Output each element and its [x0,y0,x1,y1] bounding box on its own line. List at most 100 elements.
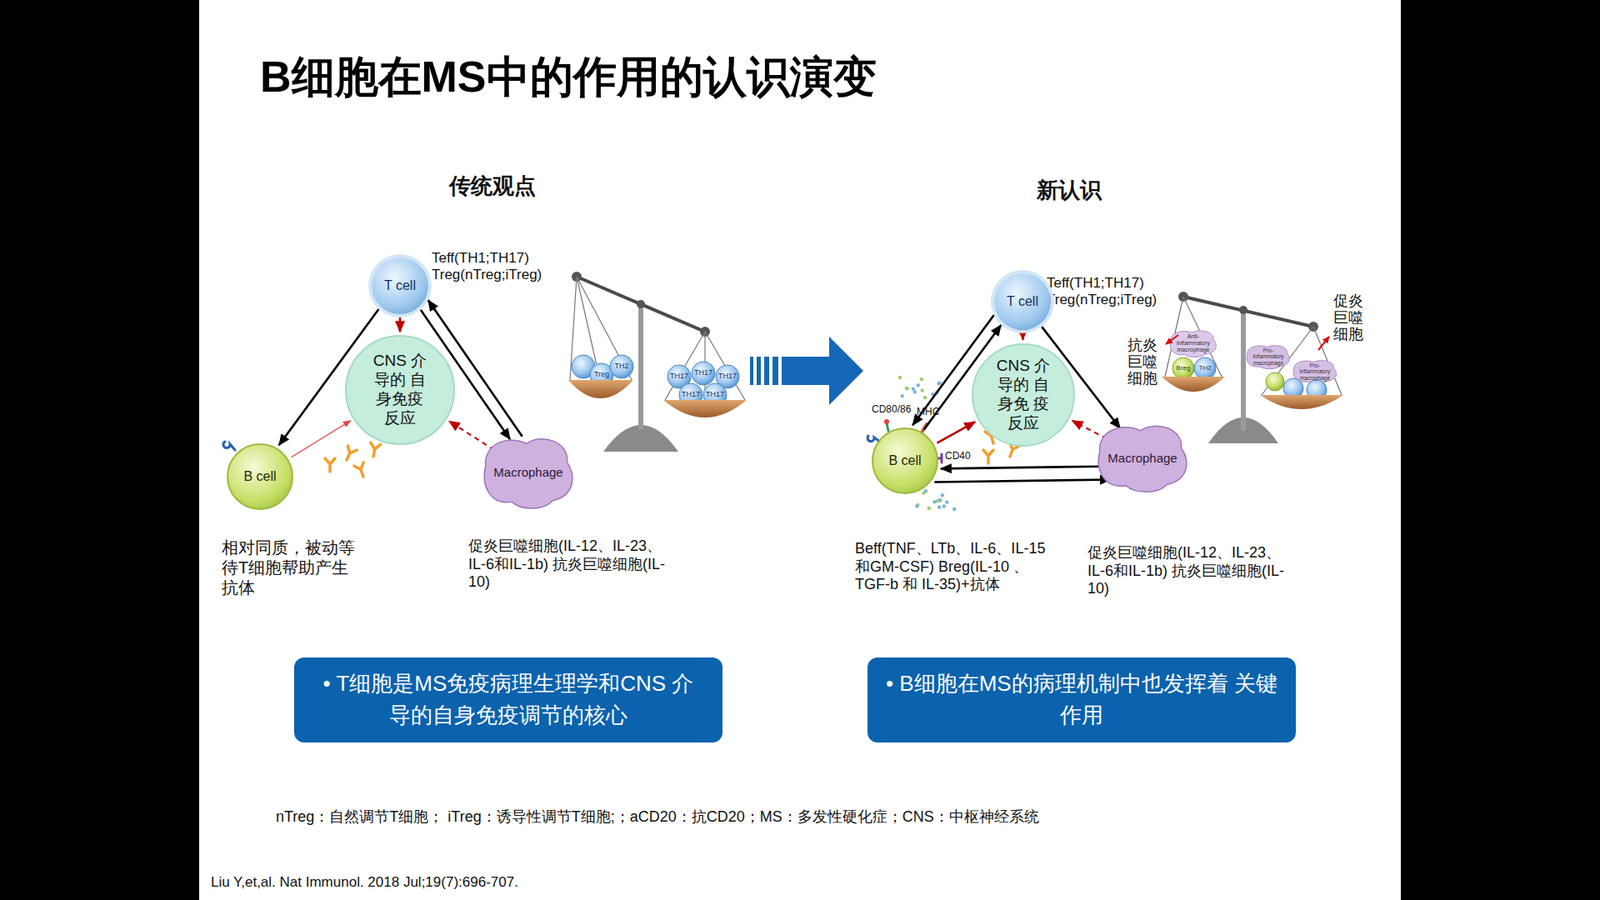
cytokine-dot [915,504,919,508]
receptor [884,419,890,425]
cytokine-dot [945,500,949,504]
balance-scale [1194,357,1216,380]
node-text: • T细胞是MS免疫病理生理学和CNS 介导的自身免疫调节的核心 [312,668,705,731]
balance-scale [568,271,747,452]
b-cell: B cell [871,427,939,495]
section-heading: 新认识 [1019,177,1120,204]
cytokine-dot [898,375,902,380]
balance-scale [1183,296,1314,327]
balance-scale [1165,335,1179,345]
footnote: nTreg：自然调节T细胞； iTreg：诱导性调节T细胞;；aCD20：抗CD… [275,808,1040,827]
cell-subset-label: Teff(TH1;TH17) Treg(nTreg;iTreg) [1046,275,1214,310]
cell-label: TH17 [679,390,703,400]
balance-scale [691,361,715,385]
summary-box: • B细胞在MS的病理机制中也发挥着 关键作用 [867,657,1296,743]
transition-arrow [772,356,779,385]
cytokine-dot [932,500,936,504]
cytokine-dot [920,388,925,392]
cytokine-dot [952,507,956,511]
connector-arrow [1021,333,1025,340]
side-bar [1400,0,1600,900]
cytokine-dot [937,505,941,509]
cytokine-dot [911,387,915,391]
tiny-label: Anti-inflammatory macrophage [1171,333,1215,353]
balance-scale [576,276,705,332]
cytokine-dot [938,381,942,385]
connector-arrow [449,420,495,450]
cytokine-dot [923,395,927,400]
cell-label: TH2 [1195,365,1215,373]
cell-label: TH2 [610,362,633,371]
b-cell: B cell [226,443,294,510]
connector-arrow [936,421,975,443]
balance-scale [663,400,747,418]
cytokine-dot [940,493,945,497]
balance-scale [1170,330,1216,358]
balance-scale [636,300,645,309]
cns-circle: CNS 介导的 自身免疫 反应 [345,335,455,445]
summary-box: • T细胞是MS免疫病理生理学和CNS 介导的自身免疫调节的核心 [294,657,723,743]
t-cell: T cell [371,257,429,315]
vertical-label: 促炎巨噬细胞 [1333,293,1365,343]
balance-scale [638,304,644,430]
receptor-label: CD40 [945,450,971,462]
receptor [886,423,889,431]
macrophage: Macrophage [1095,420,1191,495]
description-text: Beff(TNF、LTb、IL-6、IL-15和GM-CSF) Breg(IL-… [855,540,1055,595]
cytokine-dot [942,504,946,508]
balance-scale [1240,310,1246,431]
side-bar [0,0,200,900]
description-text: 相对同质，被动等待T细胞帮助产生抗体 [221,537,365,598]
node-text: Macrophage [1107,450,1177,465]
node-text: • B细胞在MS的病理机制中也发挥着 关键作用 [885,668,1278,731]
transition-arrow [750,336,864,405]
balance-scale [1265,372,1285,391]
balance-scale [568,380,634,399]
antibody [342,445,358,463]
connector-arrow [290,420,350,458]
antibody [983,450,994,464]
macrophage-outline [484,438,573,508]
node-text: Macrophage [493,465,563,480]
antibody [368,442,381,458]
node-text: CNS 介导的 自身免疫 反应 [366,351,434,428]
balance-scale [1246,345,1290,370]
connector-arrow [934,480,1111,483]
slide-title: B细胞在MS中的作用的认识演变 [260,48,877,107]
transition-arrow [756,356,761,385]
macrophage-outline [1098,425,1187,492]
receptor [223,419,942,463]
tiny-label: Pro-inflammatory macrophage [1295,362,1335,380]
cell-subset-label: Teff(TH1;TH17) Treg(nTreg;iTreg) [431,250,599,285]
transition-arrow [764,356,770,385]
cell-label: TH17 [667,372,691,381]
cell-label: TH17 [703,390,727,400]
reference: Liu Y,et,al. Nat Immunol. 2018 Jul;19(7)… [210,874,519,891]
node-text: CNS 介导的 自身免 疫反应 [994,356,1052,433]
receptor [223,441,235,450]
cytokine-dot [905,386,909,390]
cytokine-dot [921,490,925,495]
balance-scale [1161,376,1225,392]
cytokine-dot [920,377,924,381]
vertical-label: 抗炎巨噬细胞 [1127,337,1159,387]
antibody [325,458,335,472]
balance-scale [1239,305,1248,315]
cytokine-dot [905,386,909,390]
receptor-label: MHC [916,405,940,418]
description-text: 促炎巨噬细胞(IL-12、IL-23、IL-6和IL-1b) 抗炎巨噬细胞(IL… [1087,544,1288,599]
cytokine-dot [900,394,905,398]
balance-scale [1260,395,1344,410]
connector-arrow [399,317,402,332]
cell-label: TH17 [715,372,740,381]
node-text: B cell [888,453,921,469]
node-text: T cell [384,278,416,294]
balance-scale [610,355,634,379]
antibody [354,462,369,479]
section-heading: 传统观点 [442,173,543,200]
node-text: T cell [1006,294,1039,310]
transition-arrow [781,336,864,405]
connector-arrow [940,466,1102,470]
cns-circle: CNS 介导的 自身免 疫反应 [971,343,1075,447]
balance-scale [1161,291,1344,444]
